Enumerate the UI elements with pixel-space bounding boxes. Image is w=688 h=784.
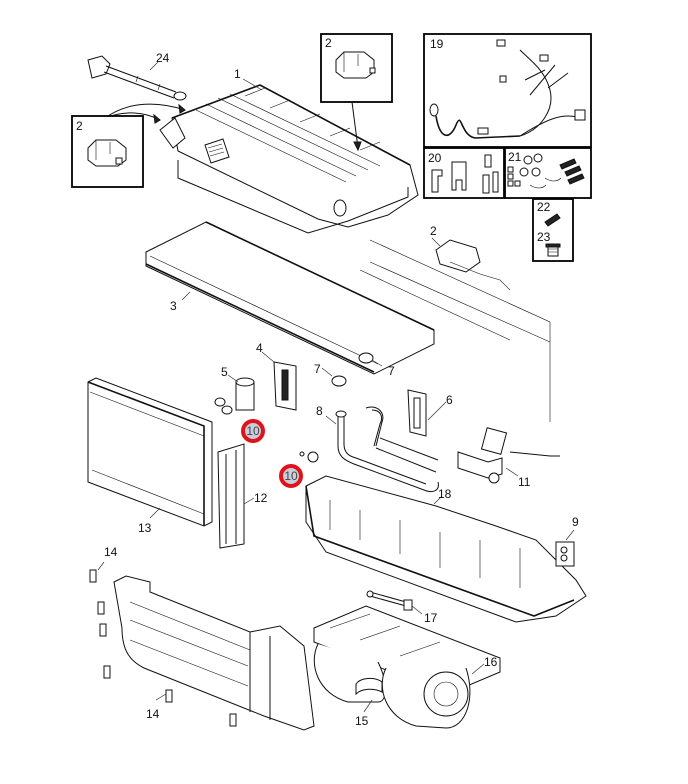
part-10-o-ring: [307, 451, 319, 463]
part-5-expansion-valve: [214, 374, 255, 415]
inset-20-bracket-kit: [423, 147, 505, 199]
hotspot-label-10b: 10: [284, 469, 298, 483]
callout-19: 19: [430, 37, 444, 51]
callout-22: 22: [537, 200, 551, 214]
callout-1: 1: [234, 67, 241, 81]
callout-2: 2: [430, 224, 437, 238]
callout-12: 12: [254, 491, 268, 505]
callout-6: 6: [446, 393, 453, 407]
part-10-o-ring-small: [299, 451, 305, 457]
hotspot-10-o-ring-lower[interactable]: 10: [279, 464, 303, 488]
callout-7b: 7: [388, 364, 395, 378]
part-12-seal-strip: [217, 443, 255, 549]
callout-14b: 14: [146, 707, 160, 721]
callout-13: 13: [138, 521, 152, 535]
callout-7a: 7: [314, 362, 321, 376]
part-13-evaporator: [87, 377, 213, 527]
part-air-duct: [113, 575, 315, 731]
callout-2-inset-left: 2: [76, 119, 83, 133]
callout-21: 21: [508, 150, 522, 164]
part-14-clips: [89, 561, 237, 727]
hotspot-label-10a: 10: [246, 424, 260, 438]
hotspot-10-o-ring-upper[interactable]: 10: [241, 419, 265, 443]
part-17-sensor: [366, 590, 423, 615]
inset-damper-motor-top: [320, 33, 393, 152]
callout-11: 11: [518, 475, 531, 489]
callout-20: 20: [428, 151, 442, 165]
part-8-heater-pipes: [325, 406, 439, 493]
inset-19-wiring-harness: [423, 33, 592, 148]
part-16-blower-housing: [313, 605, 501, 729]
callout-18: 18: [438, 487, 452, 501]
callout-4: 4: [256, 341, 263, 355]
callout-14a: 14: [104, 545, 118, 559]
callout-24: 24: [156, 51, 170, 65]
part-24-cable: [87, 55, 187, 101]
callout-16: 16: [484, 655, 498, 669]
callout-3: 3: [170, 299, 177, 313]
part-11-water-valve: [457, 427, 560, 484]
part-4-gasket: [261, 351, 297, 411]
part-6-gasket: [407, 389, 447, 437]
part-3-heater-core: [145, 221, 435, 375]
part-1-heater-housing: [159, 78, 419, 234]
part-7-grommet: [321, 352, 383, 387]
part-2-damper-motor: [359, 237, 551, 422]
part-9-cover-plate: [555, 529, 575, 567]
inset-damper-motor-left: [71, 115, 144, 188]
part-15-blower-motor: [355, 677, 383, 713]
callout-5: 5: [221, 365, 228, 379]
callout-17: 17: [424, 611, 438, 625]
callout-8: 8: [316, 404, 323, 418]
inset-21-repair-kit: [504, 147, 592, 199]
callout-9: 9: [572, 515, 579, 529]
callout-23: 23: [537, 230, 551, 244]
inset-22-23-screw-plug: [532, 198, 574, 262]
callout-2-inset-top: 2: [325, 36, 332, 50]
part-18-lower-housing: [305, 475, 587, 623]
callout-15: 15: [355, 714, 369, 728]
